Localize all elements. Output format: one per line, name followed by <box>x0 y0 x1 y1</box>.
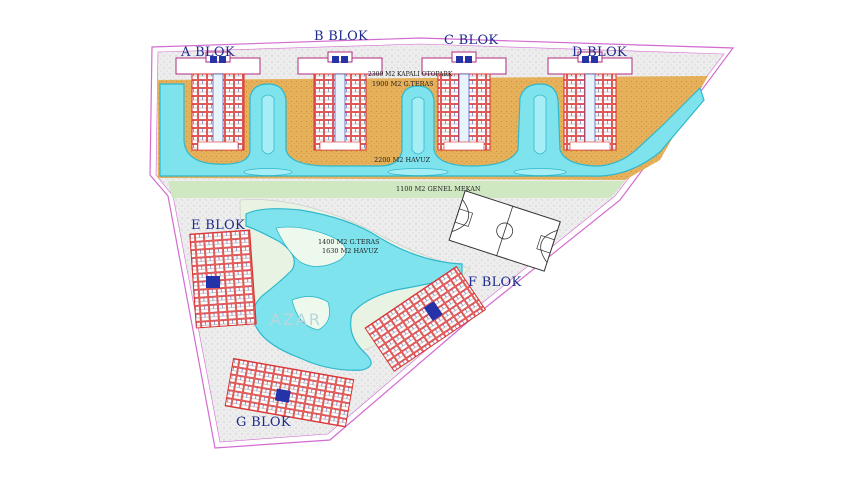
upper-pool <box>159 83 705 177</box>
building-g <box>224 357 355 428</box>
block-c-label: C BLOK <box>444 33 498 48</box>
building-c <box>421 51 507 151</box>
lower-terrace-label: 1400 M2 G.TERAS <box>318 238 380 246</box>
watermark: AZAR <box>270 310 322 329</box>
basketball-court <box>448 190 561 272</box>
building-a <box>175 51 261 151</box>
building-b <box>297 51 383 151</box>
parking-area-label: 2300 M2 KAPALI OTOPARK <box>368 71 453 78</box>
building-d <box>547 51 633 151</box>
common-space-strip <box>168 181 625 198</box>
block-g-label: G BLOK <box>236 415 291 430</box>
block-d-label: D BLOK <box>572 45 627 60</box>
block-e-label: E BLOK <box>191 218 245 233</box>
building-f <box>364 265 487 372</box>
upper-terrace-label: 1900 M2 G.TERAS <box>372 80 434 88</box>
upper-pool-label: 2200 M2 HAVUZ <box>374 156 431 164</box>
block-f-label: F BLOK <box>468 275 522 290</box>
block-b-label: B BLOK <box>314 29 368 44</box>
common-space-label: 1100 M2 GENEL MEKAN <box>396 185 481 193</box>
block-a-label: A BLOK <box>180 45 235 60</box>
upper-buildings <box>175 51 633 151</box>
building-e <box>189 229 257 329</box>
lower-pool <box>245 208 463 371</box>
lower-pool-label: 1630 M2 HAVUZ <box>322 247 379 255</box>
